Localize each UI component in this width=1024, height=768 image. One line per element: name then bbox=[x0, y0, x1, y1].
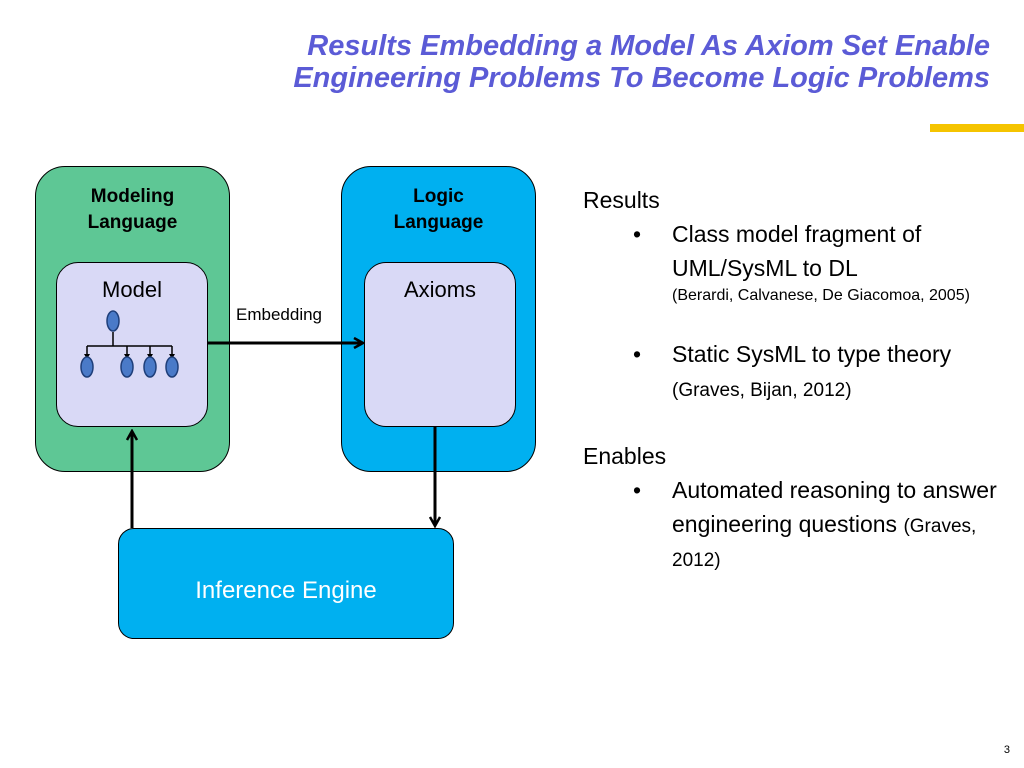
results-bullet-1-cite: (Berardi, Calvanese, De Giacomoa, 2005) bbox=[672, 287, 970, 304]
results-heading: Results bbox=[583, 187, 660, 213]
slide-title: Results Embedding a Model As Axiom Set E… bbox=[90, 30, 990, 94]
enables-bullet-1-main: Automated reasoning to answer engineerin… bbox=[672, 477, 997, 537]
bullet-dot: • bbox=[633, 341, 642, 367]
model-label: Model bbox=[102, 277, 162, 302]
spacer bbox=[583, 405, 1003, 439]
class-hierarchy-icon bbox=[80, 310, 179, 378]
enables-bullet-1-cite: (Graves, 2012) bbox=[672, 516, 977, 571]
axioms-label: Axioms bbox=[403, 277, 477, 302]
results-bullet-1: • Class model fragment of UML/SysML to D… bbox=[583, 217, 1003, 307]
embedding-label: Embedding bbox=[236, 305, 323, 324]
tree-child-node bbox=[120, 356, 134, 378]
results-bullet-2-main: Static SysML to type theory bbox=[672, 341, 952, 367]
inference-engine-label: Inference Engine bbox=[195, 577, 377, 604]
page-number: 3 bbox=[1003, 744, 1010, 756]
slide-title-line-1: Results Embedding a Model As Axiom Set E… bbox=[307, 30, 990, 62]
modeling-language-title: Modeling Language bbox=[36, 184, 229, 236]
tree-child-node bbox=[165, 356, 179, 378]
logic-language-title: Logic Language bbox=[342, 184, 535, 236]
results-bullet-2-cite: (Graves, Bijan, 2012) bbox=[672, 380, 852, 401]
tree-child-node bbox=[80, 356, 94, 378]
axioms-box: Axioms bbox=[364, 262, 516, 427]
logic-language-title-line-1: Logic bbox=[413, 186, 464, 207]
enables-bullet-1: • Automated reasoning to answer engineer… bbox=[583, 473, 1003, 575]
tree-root-node bbox=[106, 310, 120, 332]
slide-title-line-2: Engineering Problems To Become Logic Pro… bbox=[293, 62, 990, 94]
model-box: Model bbox=[56, 262, 208, 427]
results-bullet-2: • Static SysML to type theory (Graves, B… bbox=[583, 337, 1003, 405]
results-text: Results • Class model fragment of UML/Sy… bbox=[583, 183, 1003, 575]
modeling-language-title-line-1: Modeling bbox=[90, 186, 175, 207]
bullet-dot: • bbox=[633, 477, 642, 503]
results-bullet-1-main: Class model fragment of UML/SysML to DL bbox=[672, 221, 922, 281]
bullet-dot: • bbox=[633, 221, 642, 247]
modeling-language-title-line-2: Language bbox=[87, 212, 178, 233]
spacer bbox=[583, 307, 1003, 337]
enables-heading: Enables bbox=[583, 443, 667, 469]
tree-child-node bbox=[143, 356, 157, 378]
logic-language-title-line-2: Language bbox=[393, 212, 484, 233]
title-underline bbox=[930, 124, 1024, 132]
inference-engine-box: Inference Engine bbox=[118, 528, 454, 639]
